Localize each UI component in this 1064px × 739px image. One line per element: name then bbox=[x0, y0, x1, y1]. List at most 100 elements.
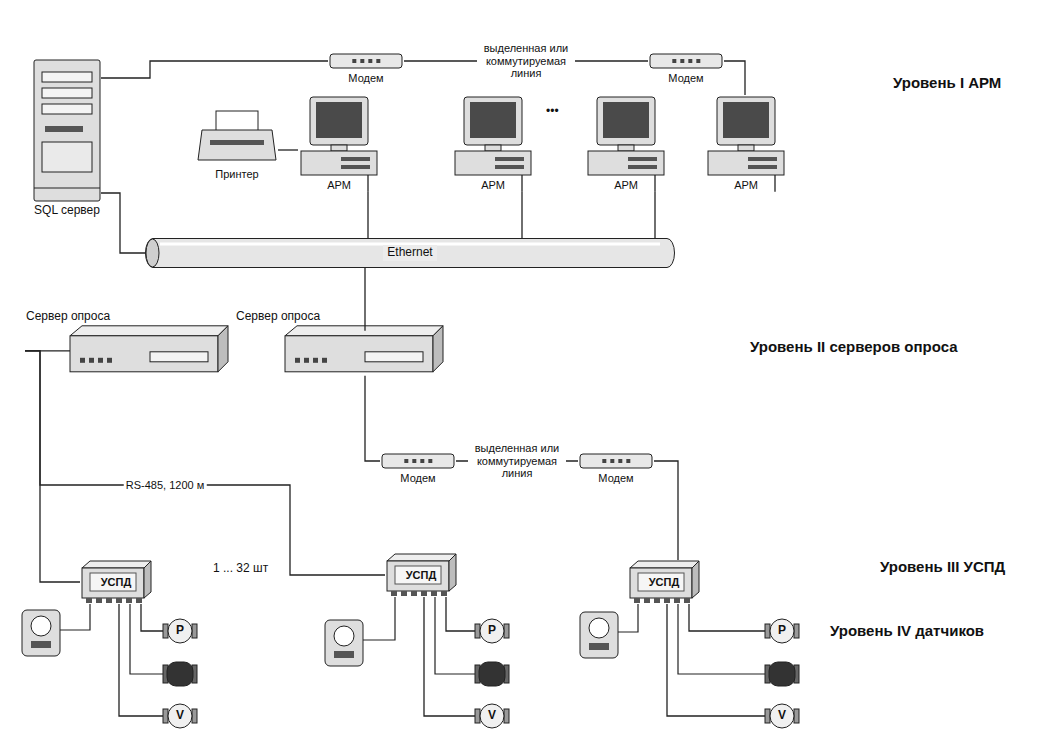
line-label: выделенная или коммутируемая линия bbox=[477, 42, 575, 80]
sensor-wire bbox=[667, 604, 765, 716]
monitor bbox=[597, 97, 655, 145]
node-text: P bbox=[487, 624, 497, 638]
drive-slot bbox=[628, 165, 657, 169]
modem-led bbox=[602, 459, 606, 463]
cable-stub bbox=[364, 310, 365, 331]
uspd-case bbox=[387, 561, 449, 591]
server-led bbox=[89, 358, 94, 363]
cable-stub bbox=[774, 175, 775, 192]
ethernet-bus: Ethernet bbox=[145, 238, 675, 268]
terminal bbox=[96, 598, 102, 603]
uspd-box: УСПД bbox=[80, 560, 152, 604]
server-led bbox=[304, 358, 309, 363]
terminal bbox=[431, 591, 437, 596]
meter-window bbox=[334, 651, 354, 658]
gauge bbox=[168, 704, 192, 728]
node-text: АРМ bbox=[613, 179, 639, 192]
cable-stub bbox=[521, 175, 522, 192]
drive-slot bbox=[628, 157, 657, 161]
screen bbox=[603, 102, 649, 138]
server-led bbox=[322, 358, 327, 363]
terminal bbox=[136, 598, 142, 603]
drive-bay bbox=[42, 104, 92, 114]
meter-case bbox=[580, 612, 618, 658]
terminal bbox=[654, 598, 660, 603]
modem-led bbox=[618, 459, 622, 463]
server-led bbox=[295, 358, 300, 363]
node-text: P bbox=[777, 624, 787, 638]
wire bbox=[435, 597, 475, 674]
level-label: Уровень I АРМ bbox=[893, 74, 1001, 91]
printer-box: Принтер bbox=[196, 108, 278, 181]
node-text: УСПД bbox=[405, 569, 438, 582]
connectors bbox=[25, 61, 765, 716]
server-top bbox=[70, 326, 228, 336]
server-side bbox=[433, 326, 443, 372]
meter-window bbox=[31, 641, 51, 648]
node-text: Модем bbox=[667, 72, 704, 85]
screen bbox=[470, 102, 516, 138]
line-label: выделенная или коммутируемая линия bbox=[468, 442, 566, 480]
flow-meter-icon bbox=[163, 662, 197, 686]
level-label: Уровень IV датчиков bbox=[830, 622, 984, 639]
flange bbox=[192, 624, 197, 638]
meter-icon bbox=[580, 612, 618, 658]
system-unit bbox=[455, 151, 531, 175]
drive-slot bbox=[748, 165, 777, 169]
system-unit bbox=[301, 151, 377, 175]
terminal bbox=[441, 591, 447, 596]
wire bbox=[60, 604, 90, 630]
terminal bbox=[126, 598, 132, 603]
network-line bbox=[365, 376, 380, 461]
node-text: Ethernet bbox=[383, 245, 436, 261]
node-text: V bbox=[777, 709, 787, 723]
pc-icon bbox=[705, 95, 787, 192]
terminal bbox=[664, 598, 670, 603]
uspd-label-frame bbox=[395, 566, 441, 584]
node-text: УСПД bbox=[648, 576, 681, 589]
workstation-box: АРМ bbox=[585, 95, 667, 192]
drive-bay bbox=[42, 88, 92, 98]
meter-dial bbox=[334, 626, 354, 646]
terminal bbox=[644, 598, 650, 603]
modem-box: Модем bbox=[380, 452, 456, 485]
terminal bbox=[391, 591, 397, 596]
sensor-wire bbox=[141, 604, 163, 631]
bus-label: RS-485, 1200 м bbox=[124, 479, 207, 492]
modem-led bbox=[360, 59, 364, 63]
workstation-box: АРМ bbox=[705, 95, 787, 192]
network-line bbox=[364, 268, 365, 310]
cable-stub bbox=[367, 175, 368, 192]
node-text: V bbox=[487, 709, 497, 723]
node-text: Модем bbox=[597, 472, 634, 485]
terminal bbox=[674, 598, 680, 603]
sensor-symbol: P bbox=[475, 618, 509, 644]
uspd-top bbox=[630, 561, 699, 568]
terminal bbox=[106, 598, 112, 603]
server-case bbox=[285, 336, 433, 372]
network-line bbox=[521, 192, 522, 238]
modem-led bbox=[428, 459, 432, 463]
server-top bbox=[285, 326, 443, 336]
meter-icon bbox=[22, 610, 60, 656]
uspd-label-frame bbox=[638, 573, 684, 591]
node-text: Принтер bbox=[214, 168, 259, 181]
pc-icon bbox=[585, 95, 667, 192]
uspd-top bbox=[387, 554, 456, 561]
meter-case bbox=[325, 620, 363, 666]
drive-slot bbox=[45, 126, 83, 132]
flange bbox=[794, 624, 799, 638]
gauge bbox=[168, 619, 192, 643]
panel bbox=[42, 142, 92, 172]
cable-stub bbox=[654, 175, 655, 192]
system-unit bbox=[588, 151, 664, 175]
modem-case bbox=[330, 54, 402, 68]
flange bbox=[765, 709, 770, 723]
monitor bbox=[310, 97, 368, 145]
pipe-end bbox=[146, 239, 159, 267]
ellipsis-mark: ••• bbox=[546, 104, 559, 118]
printer-slot bbox=[210, 140, 264, 145]
flow-body bbox=[479, 662, 505, 686]
network-line bbox=[654, 192, 655, 238]
node-text: P bbox=[175, 624, 185, 638]
